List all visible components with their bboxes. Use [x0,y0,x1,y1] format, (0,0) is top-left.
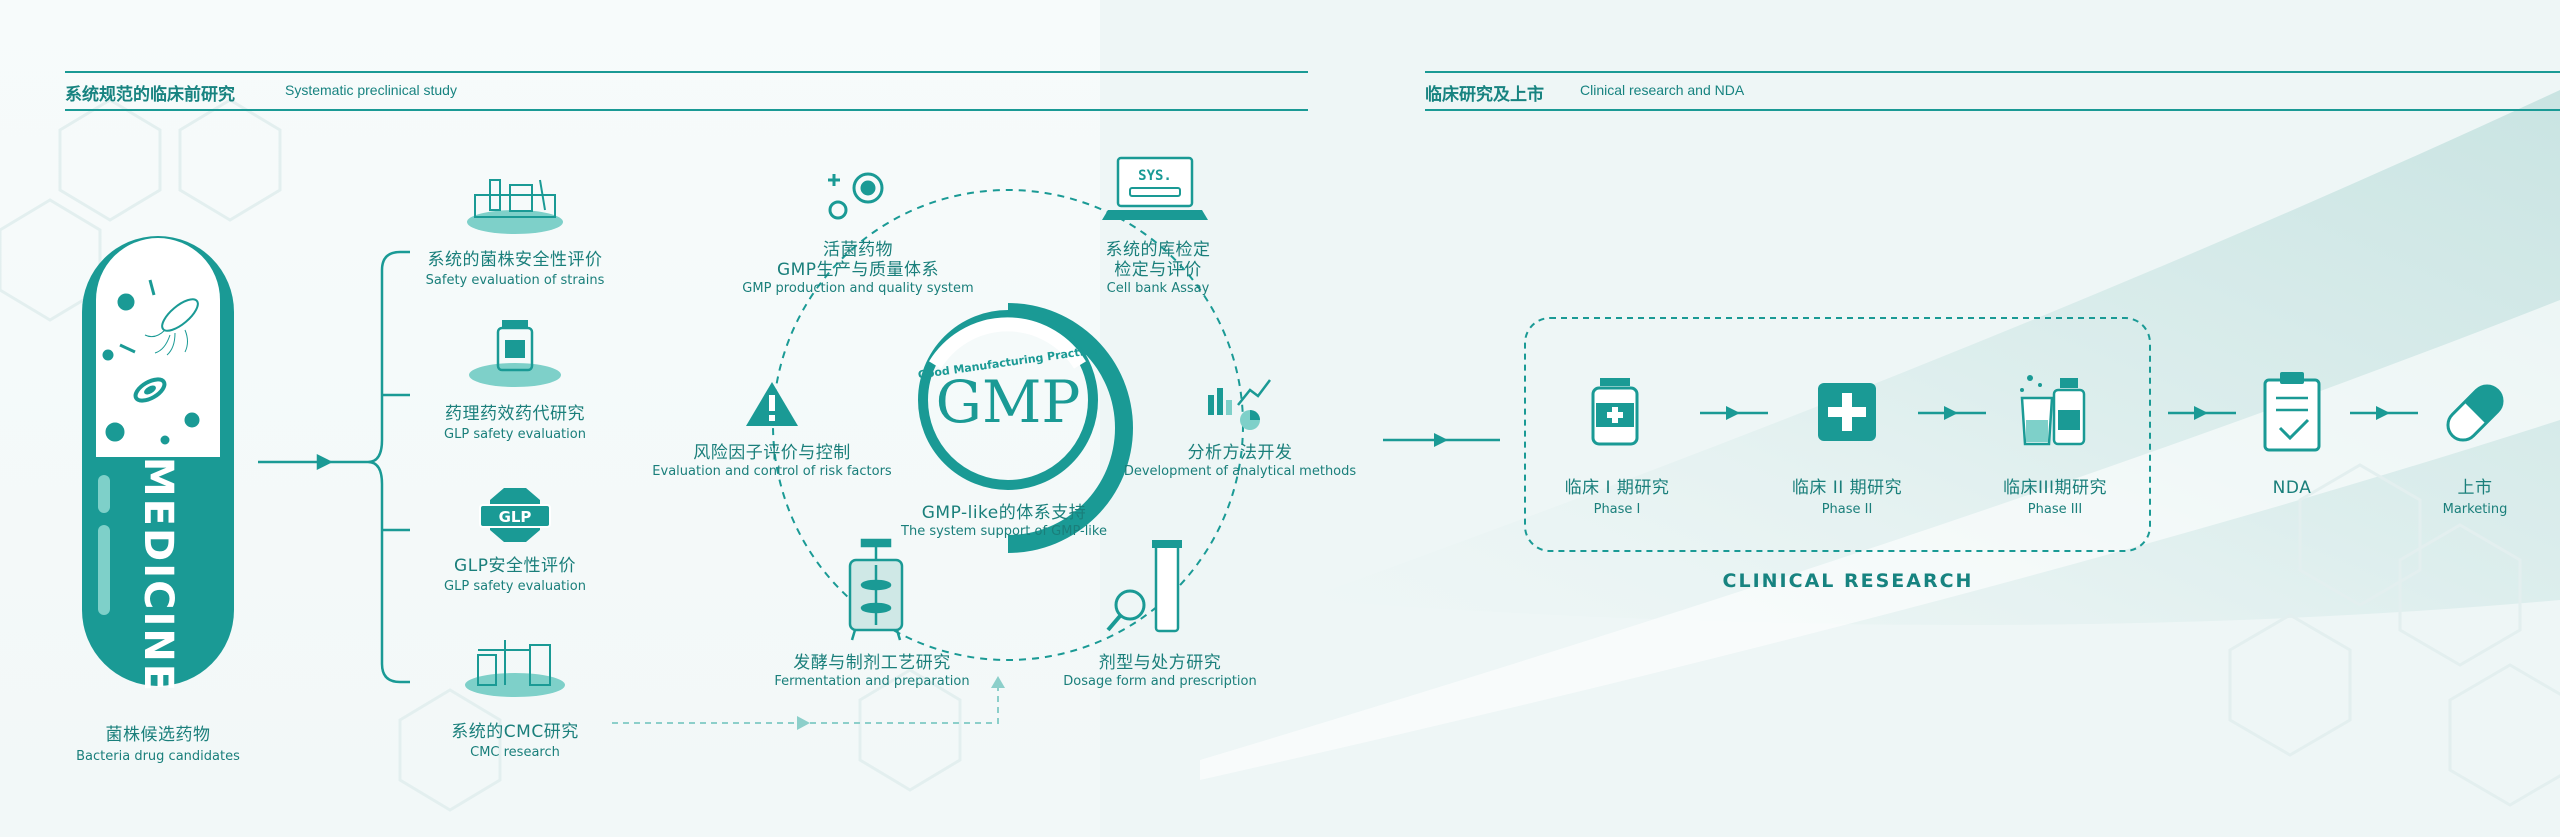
cycle-gmp-production-cn1: 活菌药物 [823,240,893,260]
phase1-cn: 临床 I 期研究 [1564,478,1670,498]
cycle-analytical-en: Development of analytical methods [1123,464,1357,479]
branch-glp-cn: GLP安全性评价 [454,556,576,576]
branch-strain-safety-cn: 系统的菌株安全性评价 [427,250,603,270]
laptop-icon: SYS. [1102,156,1208,220]
lab-bench-icon [467,179,563,234]
warning-icon [746,382,798,426]
preclinical-header-title: 系统规范的临床前研究 [65,85,235,105]
cycle-gmp-production-cn2: GMP生产与质量体系 [776,260,940,280]
nda-clipboard-icon [2263,372,2321,452]
clinical-header-title: 临床研究及上市 [1425,85,1544,105]
clinical-flow-connectors [1383,406,2418,447]
cycle-risk-control-cn: 风险因子评价与控制 [693,443,851,463]
cycle-dosage-en: Dosage form and prescription [1063,674,1257,689]
branch-glp-en: GLP safety evaluation [444,579,586,594]
branch-connectors [258,250,410,684]
phase2-en: Phase II [1821,502,1873,517]
cmc-link-arrow [612,676,1005,730]
gmp-support-cn: GMP-like的体系支持 [921,503,1087,523]
branch-strain-safety-en: Safety evaluation of strains [425,273,605,288]
cmc-equipment-icon [465,640,565,697]
glp-badge-icon: GLP [479,488,551,542]
medicine-bottle-icon [469,320,561,387]
capsule-caption-cn: 菌株候选药物 [105,725,211,745]
cycle-cell-bank-cn2: 检定与评价 [1114,260,1202,280]
phase2-cn: 临床 II 期研究 [1791,478,1903,498]
phase1-en: Phase I [1593,502,1641,517]
cycle-analytical-cn: 分析方法开发 [1187,443,1293,463]
marketing-cn: 上市 [2457,478,2493,498]
phase3-cn: 临床III期研究 [2002,478,2108,498]
branch-cmc-en: CMC research [470,745,560,760]
cycle-fermentation-cn: 发酵与制剂工艺研究 [793,653,951,673]
clinical-header-subtitle: Clinical research and NDA [1580,82,1745,98]
bacteria-icon [102,279,200,445]
glp-badge-text: GLP [499,508,532,526]
gears-icon [828,172,884,220]
fermenter-icon [848,538,904,641]
phase3-en: Phase III [2027,502,2083,517]
branch-cmc-cn: 系统的CMC研究 [451,722,579,742]
cycle-gmp-production-en: GMP production and quality system [742,281,974,296]
branch-pharmacology-cn: 药理药效药代研究 [445,404,585,424]
gmp-support-en: The system support of GMP-like [901,524,1107,539]
clinical-research-box [1524,317,2151,552]
phase3-vials-icon [2020,375,2086,446]
analytics-chart-icon [1208,379,1271,430]
cycle-risk-control-en: Evaluation and control of risk factors [652,464,892,479]
cycle-dosage-cn: 剂型与处方研究 [1098,653,1222,673]
cycle-cell-bank-cn1: 系统的库检定 [1105,240,1211,260]
preclinical-header-subtitle: Systematic preclinical study [285,82,457,98]
magnifier-tube-icon [1106,540,1182,633]
clinical-research-title: CLINICAL RESEARCH [1722,570,1974,592]
cycle-fermentation-en: Fermentation and preparation [774,674,970,689]
medicine-capsule [82,236,234,686]
capsule-caption-en: Bacteria drug candidates [76,749,240,764]
cycle-cell-bank-en: Cell bank Assay [1106,281,1210,296]
branch-pharmacology-en: GLP safety evaluation [444,427,586,442]
marketing-en: Marketing [2442,502,2508,517]
phase2-cross-icon [1818,383,1876,441]
marketing-capsule-icon [2446,384,2504,442]
phase1-bottle-icon [1591,378,1639,446]
gmp-logo-text: GMP [936,368,1081,436]
header-rules [65,71,2560,111]
laptop-screen-text: SYS. [1138,168,1172,184]
capsule-label: MEDICINE [135,456,181,694]
nda-cn: NDA [2272,478,2312,498]
